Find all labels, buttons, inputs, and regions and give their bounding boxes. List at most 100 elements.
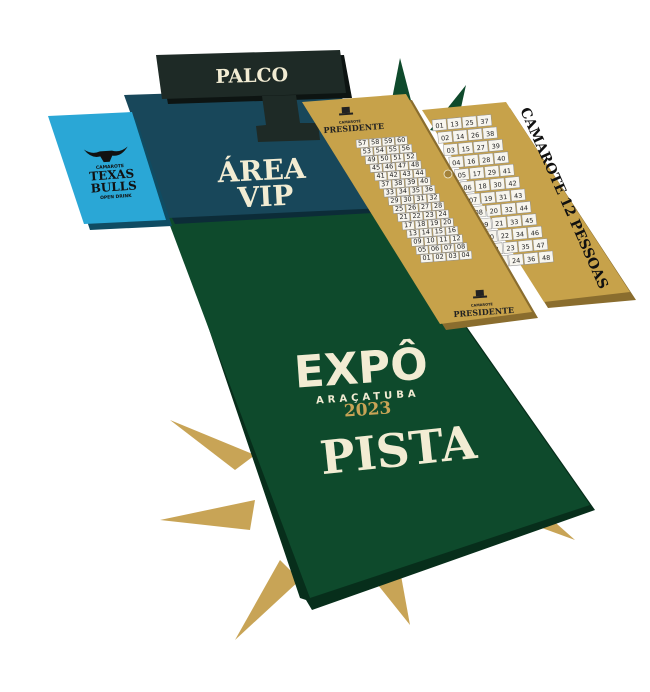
seat-cell[interactable]: 35 (409, 186, 423, 196)
seat-cell[interactable]: 01 (431, 118, 448, 132)
seat-cell[interactable]: 28 (478, 152, 495, 166)
seat-cell[interactable]: 19 (480, 191, 496, 205)
seat-cell[interactable]: 47 (395, 161, 409, 171)
seat-cell[interactable]: 38 (391, 179, 405, 189)
seat-cell[interactable]: 03 (446, 251, 460, 262)
seat-cell[interactable]: 04 (459, 250, 473, 261)
seat-cell[interactable]: 13 (446, 117, 463, 130)
seat-cell[interactable]: 23 (502, 241, 519, 254)
seat-cell[interactable]: 30 (489, 177, 506, 191)
seat-cell[interactable]: 20 (440, 218, 454, 228)
seat-cell[interactable]: 24 (436, 209, 450, 220)
seat-cell[interactable]: 41 (499, 163, 515, 177)
seat-cell[interactable]: 43 (510, 188, 526, 202)
seat-cell[interactable]: 42 (504, 176, 521, 190)
seat-cell[interactable]: 21 (491, 216, 508, 230)
seat-cell[interactable]: 44 (413, 168, 427, 179)
seat-cell[interactable]: 23 (423, 210, 437, 221)
seat-cell[interactable]: 33 (506, 214, 523, 228)
seat-cell[interactable]: 10 (423, 236, 438, 246)
seat-cell[interactable]: 55 (386, 145, 400, 155)
seat-cell[interactable]: 60 (394, 136, 408, 146)
seat-cell[interactable]: 27 (472, 140, 489, 154)
seat-cell[interactable]: 53 (360, 147, 374, 157)
seat-cell[interactable]: 54 (373, 146, 387, 156)
seat-cell[interactable]: 46 (527, 225, 543, 239)
seat-cell[interactable]: 03 (442, 143, 459, 157)
seat-cell[interactable]: 42 (387, 170, 401, 181)
seat-cell[interactable]: 05 (415, 245, 429, 255)
seat-cell[interactable]: 01 (420, 253, 434, 264)
seat-cell[interactable]: 13 (406, 229, 420, 239)
zone-pista[interactable]: EXPÔ ARAÇATUBA 2023 PISTA (166, 205, 595, 610)
seat-cell[interactable]: 22 (497, 228, 513, 242)
seat-cell[interactable]: 37 (378, 180, 392, 190)
seat-cell[interactable]: 07 (441, 243, 455, 253)
seat-cell[interactable]: 52 (403, 152, 418, 162)
seat-cell[interactable]: 40 (417, 177, 431, 187)
seat-cell[interactable]: 22 (410, 211, 424, 222)
seat-cell[interactable]: 48 (538, 250, 554, 264)
seat-cell[interactable]: 20 (485, 203, 502, 217)
seat-cell[interactable]: 26 (405, 203, 419, 213)
texas-bulls-surface[interactable] (48, 112, 166, 224)
seat-cell[interactable]: 06 (428, 244, 442, 254)
seat-cell[interactable]: 48 (408, 160, 422, 170)
seat-cell[interactable]: 45 (521, 213, 538, 227)
zone-palco[interactable]: PALCO (156, 50, 352, 142)
seat-cell[interactable]: 02 (437, 130, 453, 144)
seat-cell[interactable]: 17 (401, 221, 415, 231)
seat-cell[interactable]: 32 (426, 193, 441, 203)
seat-cell[interactable]: 26 (467, 128, 483, 141)
seat-cell[interactable]: 46 (382, 162, 396, 172)
palco-surface[interactable] (156, 50, 346, 99)
seat-cell[interactable]: 19 (427, 219, 441, 229)
seat-cell[interactable]: 41 (374, 171, 388, 182)
seat-cell[interactable]: 15 (432, 227, 446, 237)
seat-cell[interactable]: 44 (515, 201, 532, 214)
seat-cell[interactable]: 08 (454, 242, 468, 252)
seat-cell[interactable]: 28 (431, 201, 445, 211)
seat-cell[interactable]: 35 (517, 239, 534, 253)
seat-cell[interactable]: 45 (369, 163, 383, 173)
seat-cell[interactable]: 09 (410, 237, 425, 247)
seat-cell[interactable]: 59 (381, 137, 395, 147)
seat-cell[interactable]: 32 (500, 202, 517, 216)
seat-cell[interactable]: 56 (399, 144, 413, 154)
seat-cell[interactable]: 40 (493, 151, 510, 165)
seat-cell[interactable]: 37 (476, 114, 493, 128)
seat-cell[interactable]: 18 (474, 179, 491, 192)
seat-cell[interactable]: 51 (390, 153, 405, 163)
seat-cell[interactable]: 31 (495, 190, 511, 203)
seat-cell[interactable]: 49 (364, 155, 379, 165)
seat-cell[interactable]: 14 (452, 129, 468, 143)
seat-cell[interactable]: 16 (463, 154, 480, 168)
seat-cell[interactable]: 39 (404, 178, 418, 188)
seat-cell[interactable]: 30 (400, 195, 415, 205)
seat-cell[interactable]: 33 (383, 188, 397, 198)
seat-cell[interactable]: 25 (461, 115, 478, 129)
seat-cell[interactable]: 29 (484, 165, 500, 179)
seat-cell[interactable]: 14 (419, 228, 433, 238)
seat-cell[interactable]: 04 (448, 155, 465, 169)
seat-cell[interactable]: 47 (532, 238, 549, 252)
zone-texas-bulls[interactable]: CAMAROTE TEXAS BULLS OPEN DRINK (48, 112, 172, 230)
seat-cell[interactable]: 17 (469, 166, 485, 180)
seat-cell[interactable]: 29 (387, 196, 402, 206)
seat-cell[interactable]: 36 (422, 185, 436, 195)
seat-cell[interactable]: 21 (397, 212, 411, 223)
seat-cell[interactable]: 18 (414, 220, 428, 230)
pista-surface[interactable] (166, 205, 590, 598)
seat-cell[interactable]: 50 (377, 154, 392, 164)
seat-cell[interactable]: 39 (487, 139, 504, 152)
seat-cell[interactable]: 16 (445, 226, 459, 236)
seat-cell[interactable]: 38 (482, 126, 498, 140)
seat-cell[interactable]: 27 (418, 202, 432, 212)
seat-cell[interactable]: 34 (512, 227, 528, 241)
seat-cell[interactable]: 24 (508, 253, 524, 267)
seat-cell[interactable]: 31 (413, 194, 428, 204)
seat-cell[interactable]: 34 (396, 187, 410, 197)
seat-cell[interactable]: 15 (457, 141, 474, 155)
seat-cell[interactable]: 02 (433, 252, 447, 263)
